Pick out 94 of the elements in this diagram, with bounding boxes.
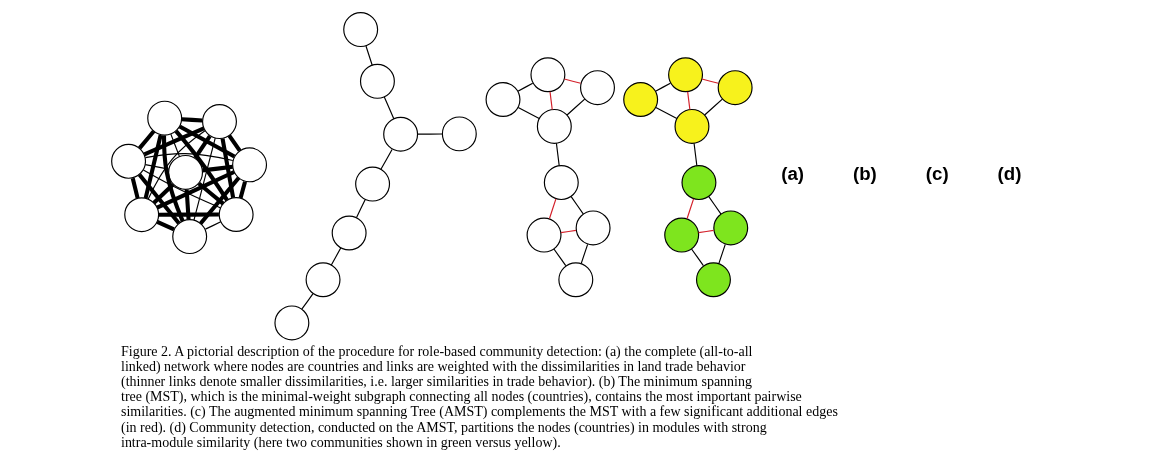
connector [560, 229, 577, 234]
connector [144, 164, 170, 170]
connector [355, 199, 366, 219]
node-circle [674, 108, 710, 144]
node-circle [305, 262, 341, 298]
connector [170, 133, 180, 157]
connector [549, 91, 553, 111]
connector [199, 176, 241, 225]
node-circle [124, 197, 160, 233]
node-circle [111, 143, 147, 179]
connector [227, 134, 242, 152]
connector [563, 78, 582, 84]
connector [193, 134, 212, 160]
connector [130, 177, 140, 199]
connector [655, 106, 678, 120]
node-circle [232, 147, 268, 183]
connector [144, 153, 234, 162]
node-circle [713, 210, 749, 246]
connector [708, 196, 722, 215]
connector [193, 137, 216, 221]
node-circle [717, 70, 753, 106]
connector [548, 198, 557, 220]
connector [517, 106, 540, 120]
connector [690, 248, 704, 267]
connector [137, 173, 181, 225]
node-circle [147, 100, 183, 136]
connector [152, 182, 175, 205]
connector [238, 181, 247, 199]
connector [555, 142, 560, 167]
node-circle [623, 82, 659, 118]
connector [417, 133, 443, 135]
caption: Figure 2. A pictorial description of the procedure for role-based community detection: (a) the complete (all-to-all linked) network where nodes are countries and links are weighted with the dissimilarities in land trade behavior (thinner links denote smaller dissimilarities, i.e. larger similarities in trade behavior). (b) The minimum spanning tree (MST), which is the minimal-weight subgraph connecting all nodes (countries), contains the most important pairwise similarities. (c) The augmented minimum spanning Tree (AMST) complements the MST with a few significant additional edges (in red). (d) Community detection, conducted on the AMST, partitions the nodes (countries) in modules with strong intra-module similarity (here two communities shown in green versus yellow). [121, 343, 838, 450]
node-circle [274, 305, 310, 341]
connector [147, 130, 206, 200]
node-circle [543, 165, 579, 201]
connector [365, 45, 373, 66]
connector [566, 98, 586, 116]
connector [686, 198, 695, 220]
connector [143, 134, 163, 199]
connector [178, 124, 236, 159]
node-circle [558, 262, 594, 298]
node-circle [218, 197, 254, 232]
connector [156, 170, 235, 210]
connector [330, 247, 342, 266]
connector [202, 164, 233, 173]
connector [220, 138, 236, 198]
label: (a) [781, 162, 805, 184]
connector [718, 243, 726, 265]
node-circle [441, 116, 477, 152]
connector [704, 98, 723, 116]
node-circle [695, 262, 731, 298]
connector [517, 82, 534, 92]
connector [553, 248, 567, 267]
connector [156, 220, 175, 232]
connector [380, 148, 393, 170]
connector [301, 293, 314, 310]
node-circle [343, 12, 379, 48]
node-circle [580, 70, 615, 106]
node-circle [668, 57, 704, 93]
node-circle [359, 63, 395, 99]
node-circle [485, 82, 521, 118]
connector [184, 189, 191, 220]
label: (d) [997, 162, 1022, 184]
label: (c) [925, 162, 949, 184]
connector [204, 221, 222, 230]
connector [580, 243, 589, 265]
connector [698, 229, 715, 234]
connector [654, 82, 671, 92]
connector [138, 129, 156, 150]
node-circle [355, 166, 391, 202]
connector [162, 135, 185, 222]
connector [181, 117, 203, 123]
node-circle [681, 165, 717, 201]
node-circle [383, 116, 419, 152]
node-circle [664, 217, 700, 253]
connector [570, 196, 584, 215]
connector [174, 129, 229, 202]
node-circle [202, 104, 237, 140]
connector [159, 212, 219, 217]
connector [687, 91, 691, 111]
connector [142, 169, 221, 209]
connector [693, 142, 698, 167]
node-circle [331, 215, 367, 251]
connector [701, 78, 719, 84]
node-circle [526, 217, 562, 253]
connector [383, 96, 395, 120]
node-circle [168, 154, 204, 190]
node-circle [536, 108, 572, 144]
connector [143, 126, 205, 157]
node-circle [575, 210, 611, 246]
node-circle [530, 57, 566, 93]
connector [197, 181, 225, 206]
node-circle [172, 219, 208, 255]
label: (b) [852, 162, 877, 184]
